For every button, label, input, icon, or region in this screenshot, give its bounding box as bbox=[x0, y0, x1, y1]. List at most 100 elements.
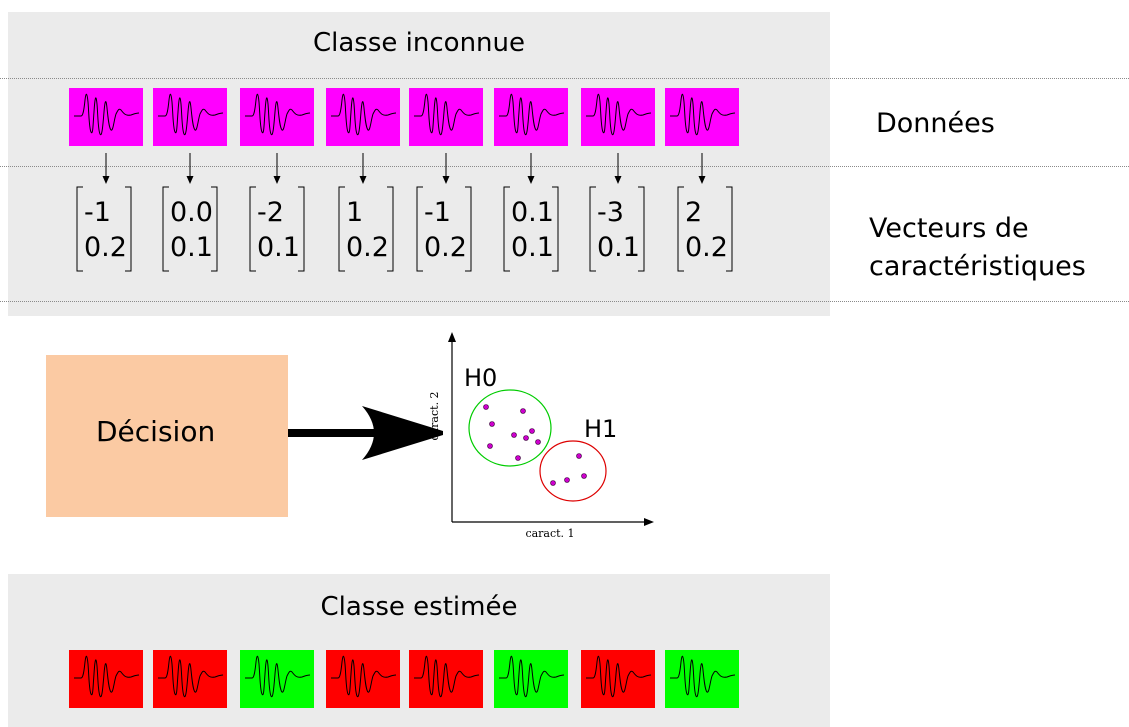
feature-value-v2: 0.1 bbox=[170, 232, 213, 263]
data-label: Données bbox=[876, 108, 995, 139]
waveform-icon bbox=[670, 655, 736, 698]
feature-value-v1: -2 bbox=[257, 197, 284, 228]
data-point bbox=[523, 435, 529, 441]
down-arrow-icon bbox=[527, 153, 535, 184]
y-axis-arrow-icon bbox=[448, 332, 456, 342]
output-signal-tile bbox=[494, 650, 568, 708]
waveform-icon bbox=[158, 655, 224, 698]
feature-value-v2: 0.1 bbox=[257, 232, 300, 263]
waveform-icon bbox=[245, 93, 311, 136]
feature-value-v1: -1 bbox=[84, 197, 111, 228]
output-signal-tile bbox=[665, 650, 739, 708]
input-signal-tile bbox=[69, 88, 143, 146]
separator-line bbox=[0, 301, 1129, 302]
down-arrow-icon bbox=[273, 153, 281, 184]
output-signal-tile bbox=[581, 650, 655, 708]
feature-value-v2: 0.1 bbox=[597, 232, 640, 263]
x-axis-arrow-icon bbox=[644, 518, 654, 526]
vector-brackets bbox=[677, 186, 733, 272]
down-arrow-icon bbox=[698, 153, 706, 184]
data-point bbox=[520, 408, 526, 414]
feature-value-v1: 1 bbox=[346, 197, 364, 228]
output-signal-tile bbox=[326, 650, 400, 708]
data-point bbox=[564, 477, 570, 483]
output-signal-tile bbox=[240, 650, 314, 708]
data-point bbox=[581, 473, 587, 479]
waveform-icon bbox=[670, 93, 736, 136]
decision-arrow bbox=[288, 406, 443, 460]
h1-cluster-ellipse bbox=[539, 440, 607, 502]
input-signal-tile bbox=[240, 88, 314, 146]
input-signal-tile bbox=[409, 88, 483, 146]
feature-value-v1: 0.0 bbox=[170, 197, 213, 228]
data-point bbox=[483, 404, 489, 410]
waveform-icon bbox=[414, 93, 480, 136]
data-point bbox=[576, 453, 582, 459]
input-signal-tile bbox=[665, 88, 739, 146]
output-signal-tile bbox=[409, 650, 483, 708]
data-point bbox=[489, 421, 495, 427]
data-point bbox=[515, 455, 521, 461]
waveform-icon bbox=[499, 655, 565, 698]
h0-cluster-ellipse bbox=[468, 389, 552, 467]
data-points bbox=[483, 404, 587, 486]
input-signal-tile bbox=[153, 88, 227, 146]
data-point bbox=[511, 432, 517, 438]
x-axis-label: caract. 1 bbox=[525, 527, 574, 540]
y-axis-label: caract. 2 bbox=[428, 391, 441, 440]
waveform-icon bbox=[331, 93, 397, 136]
feature-value-v1: -3 bbox=[597, 197, 624, 228]
feature-value-v2: 0.2 bbox=[84, 232, 127, 263]
separator-line bbox=[0, 166, 1129, 167]
feature-value-v2: 0.2 bbox=[424, 232, 467, 263]
feature-value-v2: 0.2 bbox=[685, 232, 728, 263]
decision-box: Décision bbox=[46, 355, 288, 517]
input-signal-tile bbox=[581, 88, 655, 146]
decision-label: Décision bbox=[96, 415, 216, 448]
feature-space-plot: caract. 2 caract. 1 H0 H1 bbox=[428, 332, 654, 540]
vector-brackets bbox=[416, 186, 472, 272]
data-point bbox=[535, 439, 541, 445]
feature-value-v2: 0.1 bbox=[511, 232, 554, 263]
vector-brackets bbox=[338, 186, 394, 272]
down-arrow-icon bbox=[614, 153, 622, 184]
feature-value-v2: 0.2 bbox=[346, 232, 389, 263]
vector-brackets bbox=[249, 186, 305, 272]
waveform-icon bbox=[74, 93, 140, 136]
waveform-icon bbox=[158, 93, 224, 136]
feature-vectors-label-line1: Vecteurs de bbox=[869, 213, 1029, 244]
vector-brackets bbox=[503, 186, 559, 272]
waveform-icon bbox=[74, 655, 140, 698]
vector-brackets bbox=[589, 186, 645, 272]
estimated-class-title: Classe estimée bbox=[320, 592, 518, 622]
data-point bbox=[529, 428, 535, 434]
output-signal-tile bbox=[153, 650, 227, 708]
waveform-icon bbox=[414, 655, 480, 698]
input-signal-tile bbox=[326, 88, 400, 146]
vector-brackets bbox=[76, 186, 132, 272]
vector-brackets bbox=[162, 186, 218, 272]
waveform-icon bbox=[586, 655, 652, 698]
data-point bbox=[550, 480, 556, 486]
waveform-icon bbox=[586, 93, 652, 136]
separator-line bbox=[0, 78, 1129, 79]
feature-vectors-label-line2: caractéristiques bbox=[869, 251, 1086, 282]
h0-label: H0 bbox=[464, 364, 497, 392]
feature-value-v1: 0.1 bbox=[511, 197, 554, 228]
waveform-icon bbox=[499, 93, 565, 136]
down-arrow-icon bbox=[442, 153, 450, 184]
down-arrow-icon bbox=[102, 153, 110, 184]
h1-label: H1 bbox=[584, 415, 617, 443]
down-arrow-icon bbox=[186, 153, 194, 184]
output-signal-tile bbox=[69, 650, 143, 708]
data-point bbox=[487, 443, 493, 449]
input-signal-tile bbox=[494, 88, 568, 146]
unknown-class-panel bbox=[8, 12, 830, 316]
